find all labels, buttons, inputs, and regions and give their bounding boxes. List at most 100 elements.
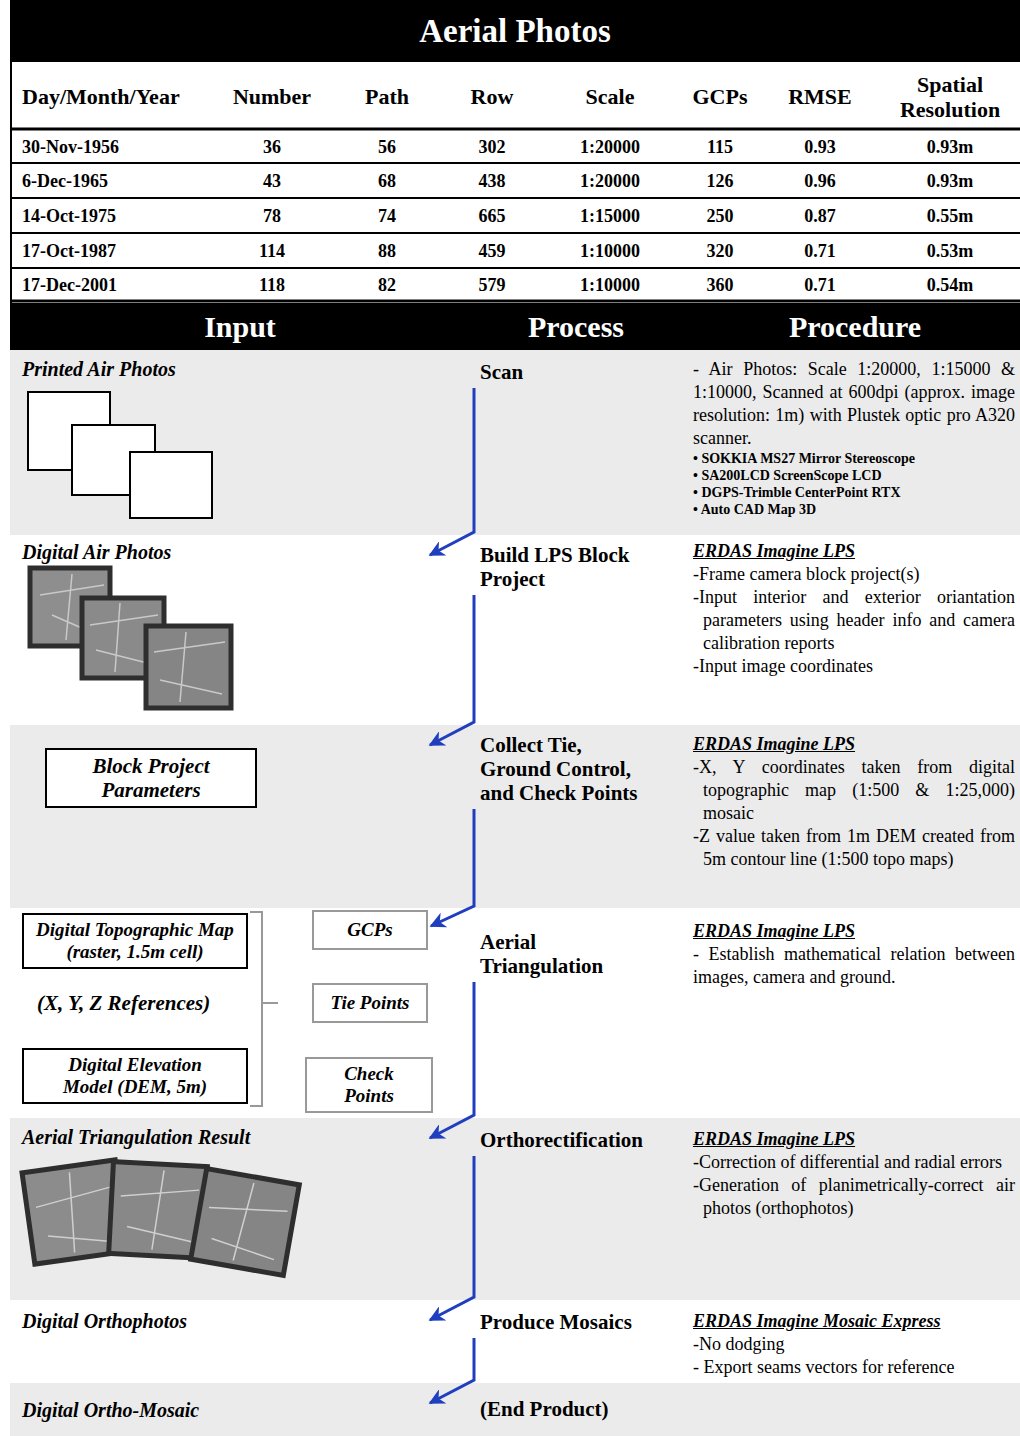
procedure-text: -Frame camera block project(s) <box>693 563 1015 586</box>
procedure-text: -Generation of planimetrically-correct a… <box>693 1174 1015 1220</box>
table-cell: 0.55m <box>927 206 974 227</box>
flow-arrow <box>430 982 474 1138</box>
table-cell: 6-Dec-1965 <box>22 171 108 192</box>
printed-photo <box>130 452 212 518</box>
proc-column: Scan <box>480 360 680 384</box>
photo-texture <box>118 1168 200 1252</box>
input-label: Digital Air Photos <box>22 541 171 564</box>
pr-column: ERDAS Imagine LPS-Correction of differen… <box>693 1128 1015 1220</box>
pr-column: ERDAS Imagine LPS- Establish mathematica… <box>693 920 1015 989</box>
photo-texture <box>90 603 158 672</box>
table-cell: 17-Dec-2001 <box>22 275 117 296</box>
in-column: Digital Orthophotos <box>22 1310 262 1333</box>
table-cell: 43 <box>263 171 281 192</box>
pr-column: ERDAS Imagine LPS-Frame camera block pro… <box>693 540 1015 678</box>
reference-label: (X, Y, Z References) <box>37 991 210 1015</box>
digital-photo <box>30 568 110 646</box>
table-rule <box>10 267 1020 269</box>
photo-texture <box>40 574 104 640</box>
procedure-text: - Air Photos: Scale 1:20000, 1:15000 & 1… <box>693 358 1015 450</box>
table-cell: 302 <box>479 137 506 158</box>
procedure-text: -No dodging <box>693 1333 1015 1356</box>
photo-texture <box>32 1167 120 1257</box>
table-cell: 30-Nov-1956 <box>22 137 119 158</box>
process-label: Scan <box>480 360 523 384</box>
software-heading: ERDAS Imagine Mosaic Express <box>693 1310 941 1333</box>
process-band: Aerial Triangulation ResultOrthorectific… <box>10 1118 1020 1300</box>
table-cell: 1:10000 <box>580 241 640 262</box>
photo-texture <box>154 632 225 702</box>
flow-arrow <box>431 809 474 926</box>
table-cell: 14-Oct-1975 <box>22 206 116 227</box>
table-cell: 665 <box>479 206 506 227</box>
process-band: (X, Y, Z References)Aerial Triangulation… <box>10 908 1020 1118</box>
table-rule <box>10 128 1020 131</box>
digital-photo <box>82 598 164 678</box>
table-cell: 74 <box>378 206 396 227</box>
column-header: Path <box>365 84 409 109</box>
input-box: Digital Elevation Model (DEM, 5m) <box>22 1048 248 1104</box>
table-cell: 0.71 <box>804 275 836 296</box>
table-title: Aerial Photos <box>419 13 611 50</box>
column-header: Row <box>471 84 514 109</box>
flow-arrow <box>430 595 474 745</box>
triangulation-photo-icon <box>22 1160 299 1276</box>
process-band: Digital Ortho-Mosaic(End Product) <box>10 1383 1020 1436</box>
section-header: Process <box>528 310 624 345</box>
table-cell: 78 <box>263 206 281 227</box>
column-header: Scale <box>586 84 635 109</box>
table-cell: 17-Oct-1987 <box>22 241 116 262</box>
table-cell: 320 <box>707 241 734 262</box>
section-header: Input <box>204 310 276 345</box>
in-column: Aerial Triangulation Result <box>22 1126 282 1149</box>
process-label: Produce Mosaics <box>480 1310 632 1334</box>
column-header: GCPs <box>693 84 748 109</box>
proc-column: Collect Tie, Ground Control, and Check P… <box>480 733 655 805</box>
input-box: Digital Topographic Map (raster, 1.5m ce… <box>22 913 248 969</box>
box-label: Tie Points <box>331 992 410 1014</box>
process-band: Printed Air PhotosScan- Air Photos: Scal… <box>10 350 1020 535</box>
table-cell: 1:10000 <box>580 275 640 296</box>
in-column: Digital Air Photos <box>22 541 262 564</box>
reference-point-box: GCPs <box>312 910 428 950</box>
process-label: Collect Tie, Ground Control, and Check P… <box>480 733 655 805</box>
process-band: Collect Tie, Ground Control, and Check P… <box>10 725 1020 908</box>
triangulated-photo <box>22 1160 128 1264</box>
table-cell: 118 <box>259 275 285 296</box>
title-bar <box>10 0 1020 62</box>
table-cell: 114 <box>259 241 285 262</box>
table-cell: 438 <box>479 171 506 192</box>
table-cell: 0.53m <box>927 241 974 262</box>
table-rule <box>10 197 1020 199</box>
table-cell: 36 <box>263 137 281 158</box>
reference-point-box: Check Points <box>305 1057 433 1113</box>
ref-column: (X, Y, Z References) <box>37 991 252 1015</box>
table-rule <box>10 162 1020 164</box>
table-cell: 68 <box>378 171 396 192</box>
pr-column: ERDAS Imagine Mosaic Express-No dodging-… <box>693 1310 1015 1379</box>
equipment-item: • SA200LCD ScreenScope LCD <box>693 467 1015 484</box>
digital-photo-icon <box>30 568 231 708</box>
equipment-item: • DGPS-Trimble CenterPoint RTX <box>693 484 1015 501</box>
table-cell: 115 <box>707 137 733 158</box>
procedure-text: -Input interior and exterior oriantation… <box>693 586 1015 655</box>
proc-column: (End Product) <box>480 1397 680 1421</box>
column-header: Day/Month/Year <box>22 84 180 109</box>
table-cell: 579 <box>479 275 506 296</box>
column-header: RMSE <box>788 84 852 109</box>
table-cell: 0.71 <box>804 241 836 262</box>
box-label: GCPs <box>347 919 392 941</box>
table-cell: 0.87 <box>804 206 836 227</box>
table-cell: 1:20000 <box>580 171 640 192</box>
table-rule <box>10 232 1020 234</box>
software-heading: ERDAS Imagine LPS <box>693 540 855 563</box>
pr-column: - Air Photos: Scale 1:20000, 1:15000 & 1… <box>693 358 1015 518</box>
column-header: Number <box>233 84 311 109</box>
procedure-text: -X, Y coordinates taken from digital top… <box>693 756 1015 825</box>
process-label: Build LPS Block Project <box>480 543 655 591</box>
printed-photo <box>72 425 155 495</box>
box-label: Check Points <box>334 1063 404 1107</box>
